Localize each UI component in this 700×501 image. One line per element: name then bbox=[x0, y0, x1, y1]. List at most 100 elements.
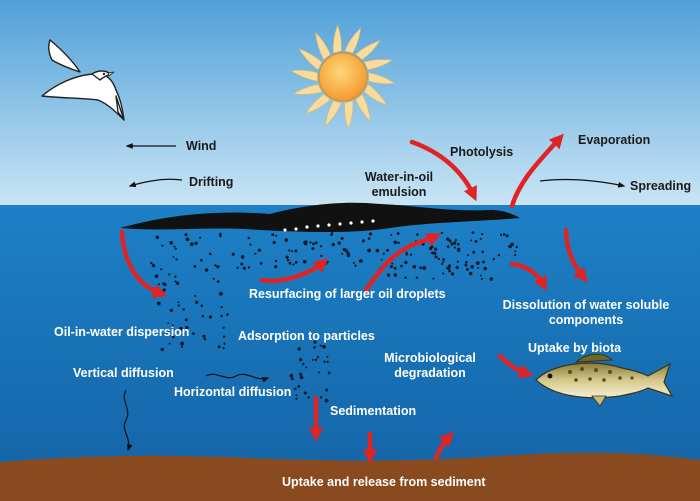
oil-droplet bbox=[361, 239, 365, 243]
oil-droplet bbox=[174, 247, 177, 250]
oil-droplet bbox=[303, 241, 308, 246]
oil-droplet bbox=[202, 334, 206, 338]
oil-droplet bbox=[313, 345, 316, 349]
oil-droplet bbox=[301, 362, 305, 366]
oil-droplet bbox=[303, 391, 307, 395]
oil-droplet bbox=[169, 308, 173, 312]
oil-droplet bbox=[167, 273, 171, 276]
oil-droplet bbox=[242, 266, 246, 270]
oil-droplet bbox=[223, 342, 226, 345]
label-microbio-line1: Microbiological bbox=[384, 351, 476, 365]
oil-droplet bbox=[158, 283, 160, 286]
oil-droplet bbox=[199, 236, 202, 239]
oil-droplet bbox=[299, 372, 302, 376]
oil-droplet bbox=[257, 248, 262, 252]
sun-ray bbox=[292, 84, 323, 95]
oil-droplet bbox=[307, 396, 310, 399]
oil-droplet bbox=[297, 347, 301, 351]
oil-droplet bbox=[214, 264, 217, 267]
oil-droplet bbox=[285, 255, 289, 259]
oil-droplet bbox=[465, 268, 469, 271]
oil-droplet bbox=[367, 248, 371, 253]
oil-droplet bbox=[446, 245, 450, 249]
sediment-layer bbox=[0, 452, 700, 501]
oil-droplet bbox=[294, 249, 298, 253]
oil-droplet bbox=[431, 251, 434, 255]
oil-droplet bbox=[480, 277, 483, 280]
oil-droplet bbox=[201, 314, 205, 318]
oil-droplet bbox=[192, 332, 195, 335]
oil-droplet bbox=[477, 266, 480, 269]
oil-droplet bbox=[259, 261, 263, 265]
oil-droplet bbox=[416, 233, 419, 236]
oil-droplet bbox=[167, 322, 170, 325]
oil-droplet bbox=[475, 261, 480, 265]
oil-droplet bbox=[396, 232, 400, 235]
emulsion-spots bbox=[283, 219, 375, 232]
oil-droplet bbox=[358, 259, 363, 263]
oil-droplet bbox=[271, 233, 275, 237]
horizontal-diffusion-arrow bbox=[205, 373, 270, 383]
oil-droplet bbox=[322, 344, 326, 349]
oil-droplet bbox=[326, 260, 329, 264]
sun-ray bbox=[290, 70, 318, 82]
sun-ray bbox=[363, 59, 394, 70]
oil-droplet bbox=[389, 265, 393, 269]
oil-droplet bbox=[203, 337, 207, 341]
resurfacing-arrow bbox=[259, 258, 329, 284]
oil-droplet bbox=[284, 238, 288, 242]
oil-droplet bbox=[240, 262, 244, 266]
oil-droplet bbox=[367, 237, 371, 240]
oil-droplet bbox=[316, 355, 320, 359]
oil-droplet bbox=[404, 260, 408, 265]
oil-droplet bbox=[312, 242, 315, 246]
sun-ray bbox=[368, 72, 396, 84]
oil-droplet bbox=[481, 250, 485, 254]
sediment-up-arrow bbox=[433, 431, 455, 461]
oil-droplet bbox=[515, 245, 519, 249]
oil-droplet bbox=[290, 377, 294, 381]
oil-droplet bbox=[162, 288, 166, 292]
oil-droplet bbox=[442, 272, 445, 275]
oil-droplet bbox=[150, 261, 153, 265]
oil-droplet bbox=[174, 280, 177, 283]
emulsion-rise-arrow bbox=[363, 233, 442, 293]
label-horizontal-diffusion: Horizontal diffusion bbox=[174, 385, 292, 399]
oil-droplet bbox=[168, 342, 171, 345]
sun-icon bbox=[290, 24, 396, 130]
oil-droplet bbox=[456, 260, 459, 263]
oil-droplet bbox=[470, 265, 474, 269]
black-arrows bbox=[123, 143, 626, 452]
oil-droplet bbox=[217, 345, 221, 349]
label-dispersion: Oil-in-water dispersion bbox=[54, 325, 190, 339]
oil-droplet bbox=[151, 263, 156, 268]
oil-droplet bbox=[175, 281, 180, 285]
oil-droplet bbox=[382, 252, 385, 255]
label-drifting: Drifting bbox=[189, 175, 234, 189]
sun-ray bbox=[344, 27, 361, 54]
spreading-arrow bbox=[539, 179, 626, 188]
oil-droplet bbox=[247, 236, 250, 240]
oil-droplet bbox=[299, 375, 304, 380]
oil-droplet bbox=[302, 259, 307, 264]
oil-droplet bbox=[481, 233, 484, 236]
oil-droplet bbox=[386, 273, 391, 277]
oil-droplet bbox=[430, 241, 434, 245]
oil-droplet bbox=[465, 260, 468, 264]
label-photolysis: Photolysis bbox=[450, 145, 514, 159]
oil-droplet bbox=[448, 239, 452, 243]
oil-droplet bbox=[293, 387, 297, 391]
oil-droplet bbox=[185, 325, 189, 330]
oil-droplet bbox=[180, 341, 185, 346]
oil-droplet bbox=[346, 253, 351, 258]
oil-droplet bbox=[288, 249, 291, 252]
oil-droplet bbox=[319, 245, 323, 248]
sun-ray bbox=[332, 24, 342, 54]
oil-droplet bbox=[453, 241, 457, 245]
oil-droplet bbox=[390, 233, 393, 236]
oil-droplet bbox=[434, 247, 438, 251]
oil-droplet bbox=[240, 255, 245, 259]
oil-droplet bbox=[492, 257, 495, 261]
oil-droplet bbox=[331, 242, 335, 247]
